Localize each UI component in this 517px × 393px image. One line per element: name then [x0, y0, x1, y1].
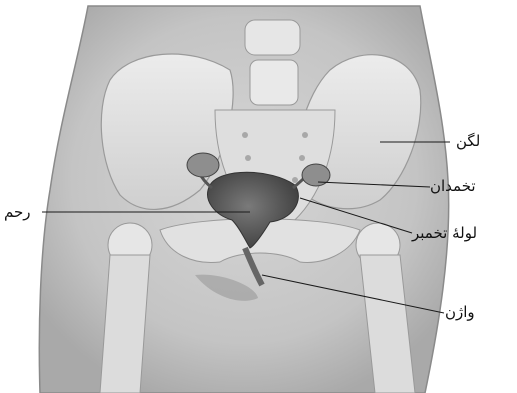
ovary-label: تخمدان	[430, 179, 476, 194]
left-ovary	[187, 153, 219, 177]
vagina-label: واژن	[445, 305, 475, 320]
uterus-label: رحم	[4, 205, 31, 220]
pelvis-label: لگن	[456, 134, 480, 149]
lumbar-vertebra-2	[250, 60, 298, 105]
lumbar-vertebra	[245, 20, 300, 55]
fallopian-tube-label: لولهٔ تخمبر	[412, 226, 477, 241]
